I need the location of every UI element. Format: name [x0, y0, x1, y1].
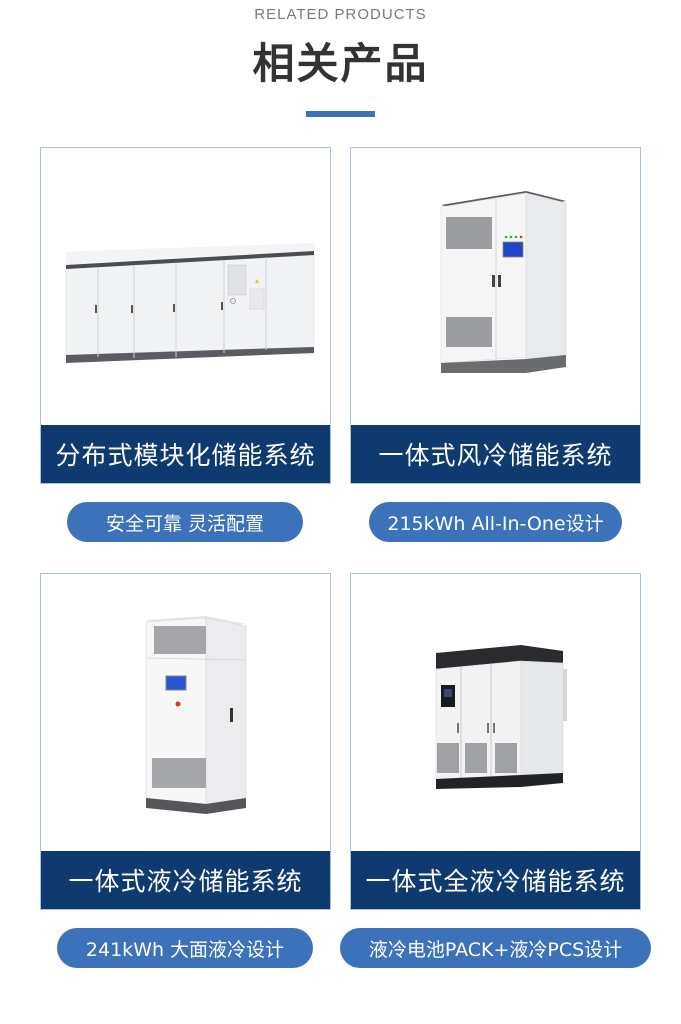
cabinet-row-illustration: [65, 243, 314, 363]
product-image: [351, 148, 640, 426]
section-eyebrow: RELATED PRODUCTS: [254, 6, 427, 23]
product-image: [41, 148, 330, 426]
product-tagline-button[interactable]: 215kWh All-In-One设计: [369, 502, 622, 542]
product-tagline-button[interactable]: 安全可靠 灵活配置: [67, 502, 303, 542]
product-card-air-cooled[interactable]: 一体式风冷储能系统: [350, 147, 641, 484]
air-cooled-cabinet-illustration: [440, 191, 566, 373]
product-tagline-button[interactable]: 241kWh 大面液冷设计: [57, 928, 313, 968]
product-tagline-button[interactable]: 液冷电池PACK+液冷PCS设计: [340, 928, 651, 968]
product-card-liquid-cooled[interactable]: 一体式液冷储能系统: [40, 573, 331, 910]
product-name: 一体式液冷储能系统: [41, 851, 330, 909]
product-card-full-liquid-cooled[interactable]: 一体式全液冷储能系统: [350, 573, 641, 910]
product-name: 一体式风冷储能系统: [351, 425, 640, 483]
section-title: 相关产品: [252, 39, 429, 88]
product-card-distributed[interactable]: 分布式模块化储能系统: [40, 147, 331, 484]
title-underline: [306, 111, 375, 117]
liquid-cooled-cabinet-illustration: [145, 616, 246, 814]
full-liquid-cooled-cabinet-illustration: [435, 645, 567, 789]
product-image: [41, 574, 330, 852]
product-name: 分布式模块化储能系统: [41, 425, 330, 483]
product-image: [351, 574, 640, 852]
product-name: 一体式全液冷储能系统: [351, 851, 640, 909]
